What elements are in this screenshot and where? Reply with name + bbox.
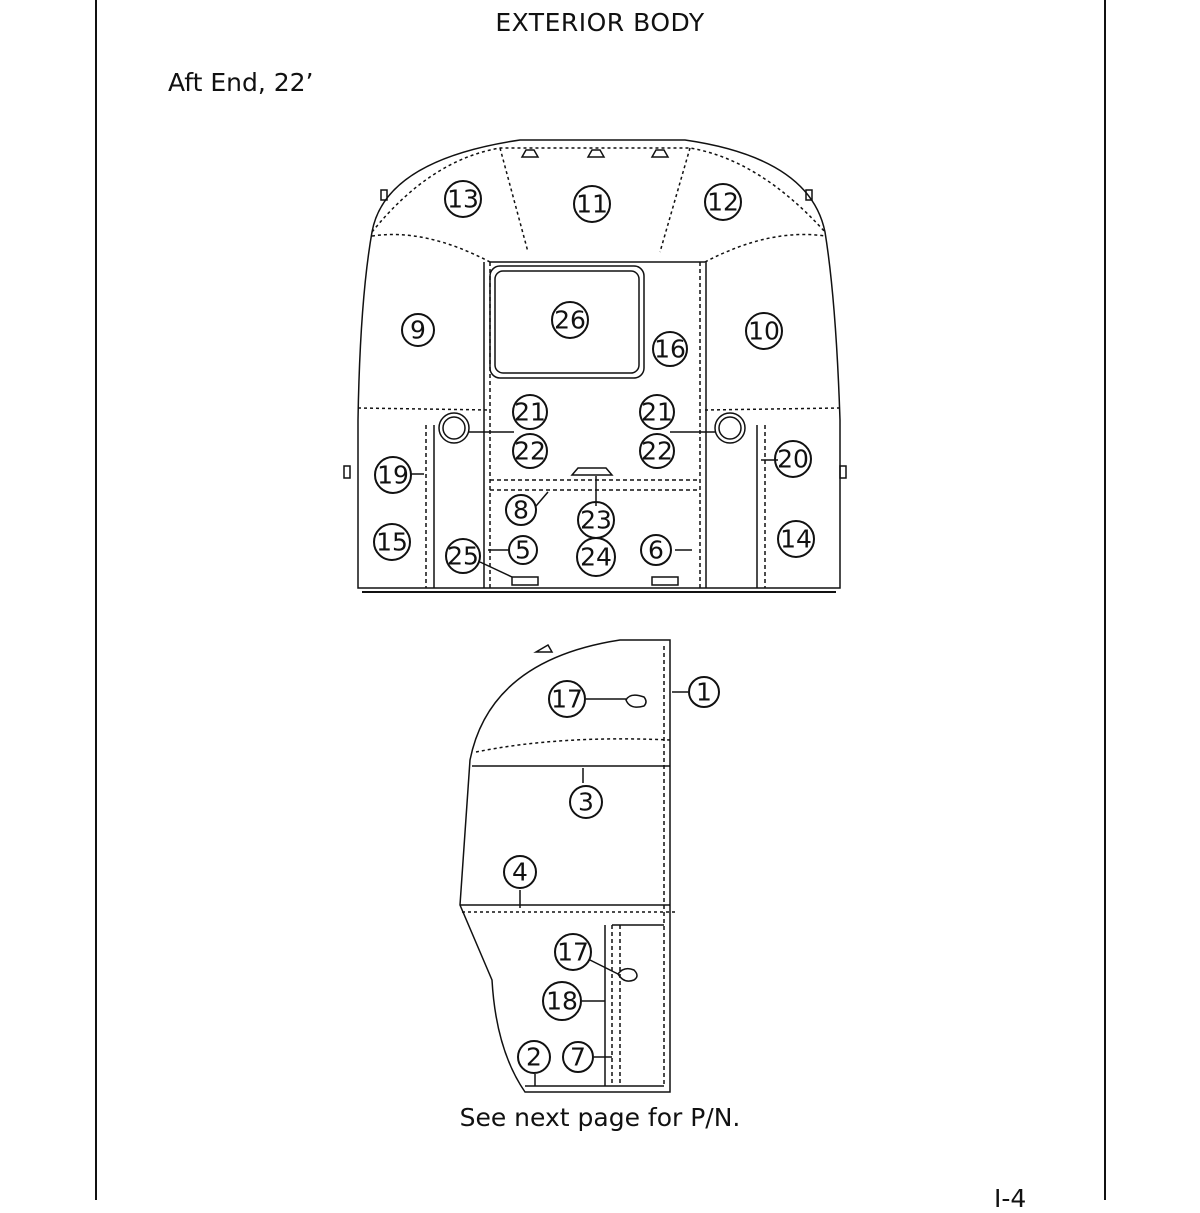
callout-circles bbox=[373, 180, 815, 1074]
callout-25: 25 bbox=[447, 542, 479, 571]
callout-5: 5 bbox=[515, 536, 531, 565]
callout-21-right: 21 bbox=[641, 398, 673, 427]
callout-1: 1 bbox=[696, 678, 712, 707]
section-subtitle: Aft End, 22’ bbox=[168, 68, 314, 97]
side-view-outline bbox=[459, 639, 688, 1093]
page-number: I-4 bbox=[994, 1184, 1027, 1213]
callout-21-left: 21 bbox=[514, 398, 546, 427]
callout-4: 4 bbox=[512, 858, 528, 887]
callout-8: 8 bbox=[513, 496, 529, 525]
callout-2: 2 bbox=[526, 1043, 542, 1072]
callout-17-upper: 17 bbox=[551, 685, 583, 714]
callout-3: 3 bbox=[578, 788, 594, 817]
page-title: EXTERIOR BODY bbox=[495, 8, 705, 37]
callout-15: 15 bbox=[376, 528, 408, 557]
rear-view-outline bbox=[343, 139, 847, 593]
callout-24: 24 bbox=[580, 543, 612, 572]
callout-6: 6 bbox=[648, 536, 664, 565]
callout-13: 13 bbox=[447, 185, 479, 214]
callout-23: 23 bbox=[580, 506, 612, 535]
callout-20: 20 bbox=[777, 445, 809, 474]
callout-14: 14 bbox=[780, 525, 812, 554]
callout-17-lower: 17 bbox=[557, 938, 589, 967]
callout-18: 18 bbox=[546, 987, 578, 1016]
callout-9: 9 bbox=[410, 316, 426, 345]
callout-12: 12 bbox=[707, 188, 739, 217]
callout-22-left: 22 bbox=[514, 437, 546, 466]
callout-11: 11 bbox=[576, 190, 608, 219]
page-border-right bbox=[1104, 0, 1106, 1200]
callout-7: 7 bbox=[570, 1043, 586, 1072]
callout-26: 26 bbox=[554, 306, 586, 335]
footer-note: See next page for P/N. bbox=[459, 1103, 741, 1132]
callout-19: 19 bbox=[377, 461, 409, 490]
callout-16: 16 bbox=[654, 335, 686, 364]
callout-22-right: 22 bbox=[641, 437, 673, 466]
callout-10: 10 bbox=[748, 317, 780, 346]
page-border-left bbox=[95, 0, 97, 1200]
